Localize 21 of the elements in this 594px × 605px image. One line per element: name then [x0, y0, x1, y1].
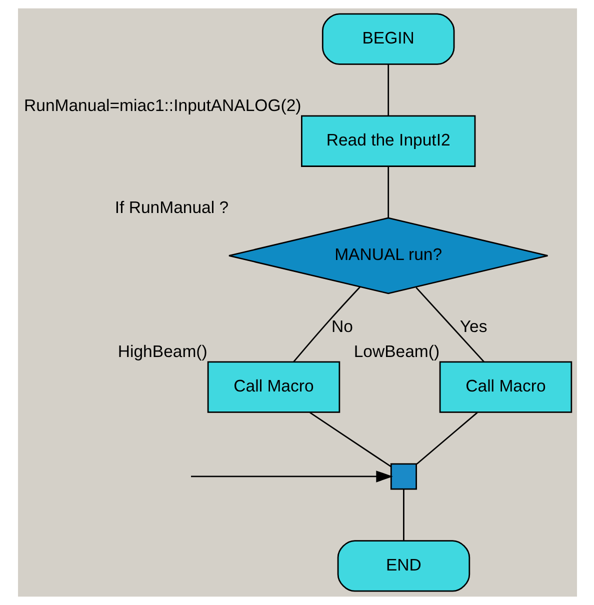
- node-label: RunManual=miac1::InputANALOG(2): [24, 96, 301, 116]
- edge-label: No: [331, 316, 352, 336]
- node-label: If RunManual ?: [114, 198, 228, 218]
- node-box: Call Macro: [206, 361, 340, 413]
- node-box: Call Macro: [438, 361, 572, 413]
- node-box: Read the InputI2: [300, 115, 476, 167]
- connector: [402, 489, 404, 540]
- node-box: BEGIN: [321, 13, 454, 65]
- node-label: HighBeam(): [117, 342, 207, 362]
- connector: [292, 286, 360, 362]
- connector: [387, 166, 389, 218]
- node-diamond: MANUAL run?: [228, 217, 548, 294]
- connector: [387, 64, 389, 116]
- arrow: [190, 470, 392, 482]
- edge-label: Yes: [459, 316, 487, 336]
- node-label: LowBeam(): [353, 342, 440, 362]
- node-box: [390, 463, 416, 490]
- node-box: END: [336, 540, 470, 592]
- connector: [416, 412, 478, 465]
- connector: [309, 412, 391, 468]
- connector: [415, 287, 484, 362]
